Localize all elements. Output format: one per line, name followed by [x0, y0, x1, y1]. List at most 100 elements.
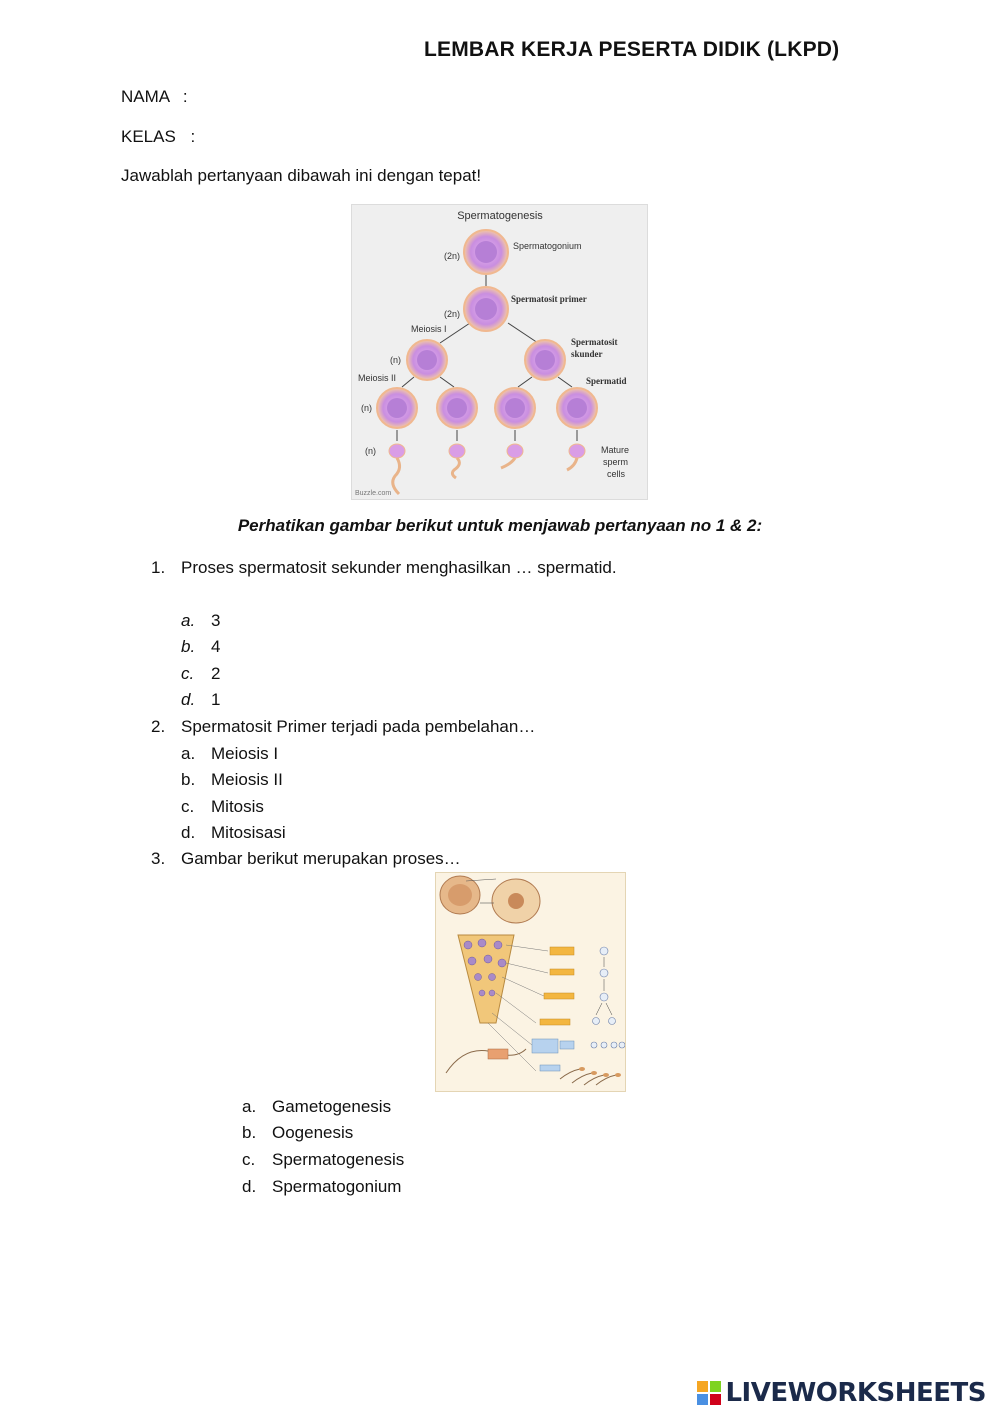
stage-cells	[590, 946, 625, 1049]
option-1a[interactable]: a. 3	[181, 611, 481, 633]
spermatogonium-nucleus	[475, 241, 497, 263]
option-letter: b.	[242, 1123, 257, 1142]
spermatogenesis-figure: Spermatogenesis	[351, 204, 648, 500]
label-mature-3: cells	[607, 469, 626, 479]
question-text: Gambar berikut merupakan proses…	[181, 849, 461, 868]
kelas-field: KELAS :	[121, 127, 195, 147]
sperm-detail	[487, 1048, 509, 1060]
sperm-tail	[391, 457, 402, 496]
secondary-spermatocyte-nucleus	[417, 350, 437, 370]
label-spermatosit-primer: Spermatosit primer	[511, 294, 587, 304]
instruction-text: Jawablah pertanyaan dibawah ini dengan t…	[121, 166, 482, 185]
label-spermatosit-skunder-1: Spermatosit	[571, 337, 618, 347]
option-2c[interactable]: c. Mitosis	[181, 797, 481, 819]
question-text: Proses spermatosit sekunder menghasilkan…	[181, 558, 617, 577]
figure1-credit: Buzzle.com	[355, 490, 391, 497]
option-text: Mitosisasi	[211, 823, 286, 842]
sperm-heads	[579, 1067, 621, 1077]
label-meiosis2: Meiosis II	[358, 373, 396, 383]
option-3c[interactable]: c. Spermatogenesis	[242, 1150, 542, 1172]
sperm-head	[506, 443, 524, 459]
option-3d[interactable]: d. Spermatogonium	[242, 1177, 542, 1199]
sperm-tail	[500, 457, 517, 470]
sperm-head	[448, 443, 466, 459]
kelas-separator: :	[190, 127, 196, 146]
question-2: 2. Spermatosit Primer terjadi pada pembe…	[151, 717, 751, 739]
option-letter: d.	[242, 1177, 257, 1196]
option-letter: b.	[181, 770, 196, 789]
sperm-tail	[566, 457, 579, 472]
option-letter: c.	[181, 664, 195, 683]
option-text: Meiosis II	[211, 770, 283, 789]
option-text: 3	[211, 611, 221, 630]
nama-separator: :	[182, 87, 188, 106]
liveworksheets-logo-icon	[697, 1381, 721, 1405]
seminiferous-tubule-illustration	[436, 873, 625, 1091]
option-letter: d.	[181, 690, 196, 709]
nama-label: NAMA	[121, 87, 171, 106]
option-3a[interactable]: a. Gametogenesis	[242, 1097, 542, 1119]
option-2a[interactable]: a. Meiosis I	[181, 744, 481, 766]
page-title: LEMBAR KERJA PESERTA DIDIK (LKPD)	[424, 38, 840, 61]
question-number: 1.	[151, 558, 166, 577]
label-n-secondary: (n)	[390, 355, 401, 365]
spermatogenesis-diagram: Spermatogenesis	[355, 210, 629, 497]
figure-note: Perhatikan gambar berikut untuk menjawab…	[237, 516, 763, 535]
option-letter: a.	[181, 744, 196, 763]
option-text: 2	[211, 664, 221, 683]
option-text: Gametogenesis	[272, 1097, 392, 1116]
option-letter: c.	[181, 797, 195, 816]
stage-arrows	[595, 957, 613, 1016]
option-letter: a.	[242, 1097, 257, 1116]
question-1: 1. Proses spermatosit sekunder menghasil…	[151, 558, 751, 580]
spermatid-nucleus	[505, 398, 525, 418]
tubule-lumen	[508, 893, 524, 909]
option-1d[interactable]: d. 1	[181, 690, 481, 712]
option-letter: d.	[181, 823, 196, 842]
mature-sperm-group	[388, 443, 586, 496]
nama-field: NAMA :	[121, 87, 188, 107]
label-n-spermatid: (n)	[361, 403, 372, 413]
connector-lines	[487, 944, 549, 1072]
option-text: Spermatogenesis	[272, 1150, 405, 1169]
question-3: 3. Gambar berikut merupakan proses…	[151, 849, 751, 871]
label-spermatosit-skunder-2: skunder	[571, 349, 603, 359]
kelas-label: KELAS	[121, 127, 176, 146]
option-text: Mitosis	[211, 797, 264, 816]
germ-cells	[463, 938, 507, 997]
primary-spermatocyte-nucleus	[475, 298, 497, 320]
option-text: 4	[211, 637, 221, 656]
diagram-arrows	[396, 273, 578, 441]
option-text: 1	[211, 690, 221, 709]
label-boxes-blue	[531, 1038, 575, 1072]
option-letter: b.	[181, 637, 196, 656]
option-2d[interactable]: d. Mitosisasi	[181, 823, 481, 845]
label-mature-1: Mature	[601, 445, 629, 455]
option-1b[interactable]: b. 4	[181, 637, 481, 659]
sperm-head	[388, 443, 406, 459]
liveworksheets-logo[interactable]: LIVEWORKSHEETS	[697, 1378, 986, 1408]
question-number: 3.	[151, 849, 166, 868]
label-spermatogonium: Spermatogonium	[513, 241, 582, 251]
question-number: 2.	[151, 717, 166, 736]
option-text: Meiosis I	[211, 744, 279, 763]
label-boxes	[539, 946, 575, 1026]
option-letter: c.	[242, 1150, 256, 1169]
spermatid-nucleus	[387, 398, 407, 418]
figure1-title: Spermatogenesis	[457, 210, 543, 222]
option-text: Oogenesis	[272, 1123, 354, 1142]
option-text: Spermatogonium	[272, 1177, 402, 1196]
option-1c[interactable]: c. 2	[181, 664, 481, 686]
label-2n-primer: (2n)	[444, 309, 460, 319]
option-3b[interactable]: b. Oogenesis	[242, 1123, 542, 1145]
option-2b[interactable]: b. Meiosis II	[181, 770, 481, 792]
sperm-tail	[450, 456, 461, 480]
seminiferous-tubule-figure	[435, 872, 626, 1092]
testis-inner	[448, 884, 472, 906]
sperm-head	[568, 443, 586, 459]
label-n-sperm: (n)	[365, 446, 376, 456]
label-2n-spermatogonium: (2n)	[444, 251, 460, 261]
label-mature-2: sperm	[603, 457, 628, 467]
option-letter: a.	[181, 611, 196, 630]
label-spermatid: Spermatid	[586, 376, 627, 386]
